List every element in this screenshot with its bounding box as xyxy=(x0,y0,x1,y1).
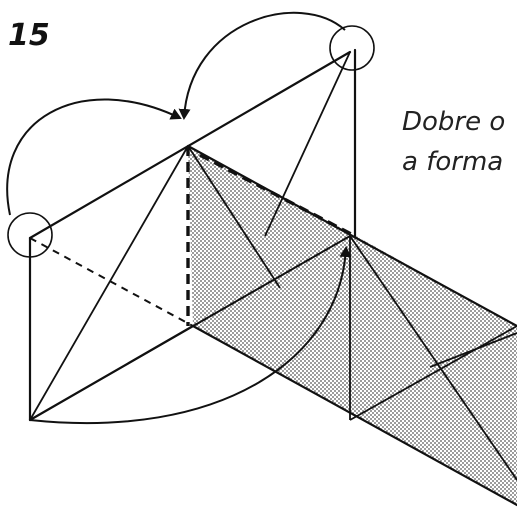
left-arc-arrow xyxy=(6,98,182,216)
pivot-markers xyxy=(7,25,375,258)
hidden-lines xyxy=(29,146,356,327)
upper-arc-arrow xyxy=(178,11,346,120)
instruction-line-1: Dobre o xyxy=(402,107,505,137)
lower-arc-arrow xyxy=(29,246,352,425)
top-pivot-circle xyxy=(329,25,375,71)
shaded-panels xyxy=(188,146,517,505)
crease-lines xyxy=(29,51,517,481)
left-pivot-circle xyxy=(7,212,53,258)
instruction-line-2: a forma xyxy=(402,147,503,177)
fold-arrows xyxy=(6,11,352,425)
step-number: 15 xyxy=(8,18,50,53)
